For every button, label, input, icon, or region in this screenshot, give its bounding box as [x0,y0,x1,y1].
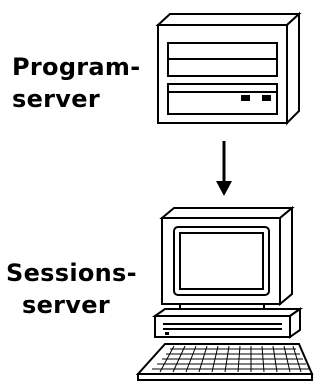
sessions-server-label-line1: Sessions- [6,259,137,287]
desktop-computer-icon [151,205,304,339]
program-server-label-line2: server [12,85,100,113]
arrow-down-icon [216,141,232,196]
sessions-server-label-line2: server [22,291,110,319]
server-tower-icon [155,11,302,126]
program-server-label-line1: Program- [12,53,141,81]
keyboard-keys [152,345,309,373]
